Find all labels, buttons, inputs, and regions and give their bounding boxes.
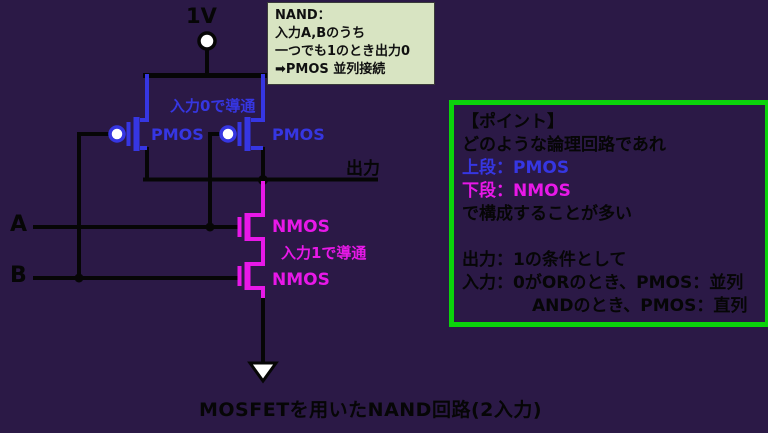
junction-dots: [74, 175, 268, 283]
ground-arrow-icon: [247, 361, 279, 384]
nmos-bottom-symbol: [237, 262, 265, 298]
point-line-or-case: 入力：0がORのとき、PMOS：並列: [462, 273, 744, 293]
input-b-junction-dot: [74, 273, 84, 283]
point-box: 【ポイント】 どのような論理回路であれ 上段：PMOS 下段：NMOS で構成す…: [449, 100, 768, 327]
nmos-series-link: [250, 237, 265, 266]
note-line-inputs: 入力A,Bのうち: [275, 26, 366, 41]
vdd-label: 1V: [186, 4, 217, 28]
figure-caption: MOSFETを用いたNAND回路(2入力): [199, 399, 543, 421]
point-line-lower-nmos: 下段：NMOS: [462, 181, 571, 201]
input-a-label: A: [10, 212, 28, 237]
nmos-top-label: NMOS: [272, 217, 330, 237]
pmos-left-label: PMOS: [151, 125, 204, 144]
pmos-left-source-lead: [140, 74, 149, 122]
pmos-right-label: PMOS: [272, 125, 325, 144]
point-line-title: 【ポイント】: [462, 112, 564, 132]
nmos-top-symbol: [237, 181, 265, 266]
nand-note-box: NAND： 入力A,Bのうち 一つでも1のとき出力0 ➡PMOS 並列接続: [267, 2, 435, 85]
point-line-output-condition: 出力：1の条件として: [462, 250, 627, 270]
nmos-conduction-hint: 入力1で導通: [281, 244, 367, 262]
point-line-and-case: ANDのとき、PMOS：直列: [532, 296, 748, 316]
input-a-junction-dot: [205, 222, 215, 232]
point-line-spacer: [462, 226, 757, 249]
nmos-bottom-label: NMOS: [272, 270, 330, 290]
point-line-composition: で構成することが多い: [462, 204, 632, 224]
gate-b-to-pmos-left-wire: [77, 132, 109, 278]
pmos-right-symbol: [219, 74, 265, 151]
pmos-left-symbol: [108, 74, 149, 151]
pmos-right-source-lead: [251, 74, 265, 122]
vdd-terminal-icon: [197, 31, 217, 51]
pmos-conduction-hint: 入力0で導通: [170, 97, 256, 115]
note-line-conclusion: ➡PMOS 並列接続: [275, 62, 386, 77]
output-label: 出力: [346, 159, 380, 179]
note-line-rule: 一つでも1のとき出力0: [275, 44, 411, 59]
input-b-label: B: [10, 263, 27, 288]
nmos-bottom-source-lead: [250, 286, 265, 298]
note-line-title: NAND：: [275, 8, 331, 23]
point-line-upper-pmos: 上段：PMOS: [462, 158, 570, 178]
output-junction-dot: [258, 175, 268, 185]
pmos-right-bubble-icon: [219, 125, 237, 143]
pmos-left-bubble-icon: [108, 125, 126, 143]
gate-a-to-pmos-right-wire: [208, 132, 221, 227]
point-line-intro: どのような論理回路であれ: [462, 135, 666, 155]
nmos-top-drain-lead: [250, 181, 265, 217]
